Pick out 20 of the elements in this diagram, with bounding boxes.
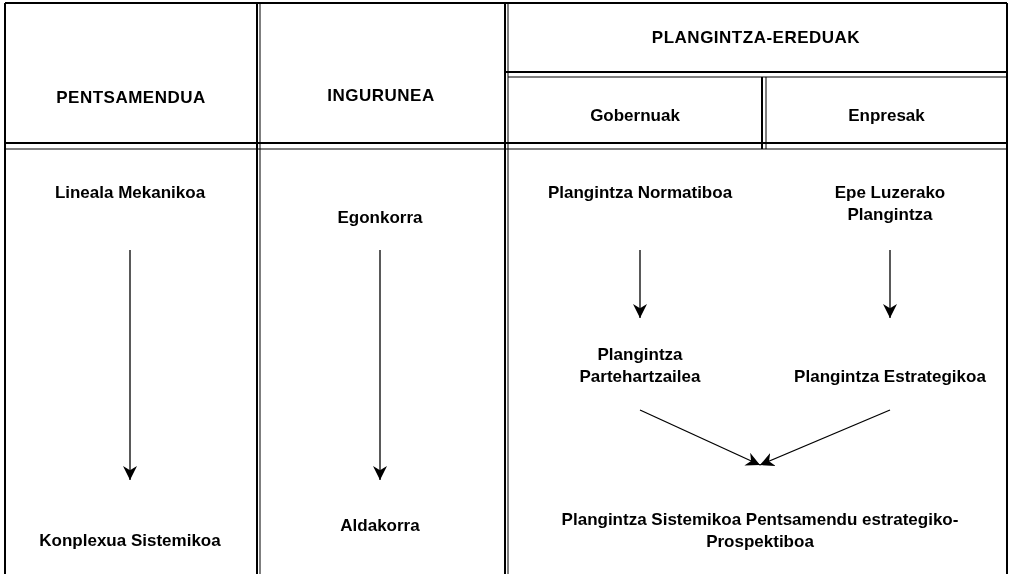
arrow: [123, 249, 137, 481]
flow-label: Plangintza Partehartzailea: [578, 344, 702, 388]
flow-label: Epe Luzerako Plangintza: [833, 182, 947, 226]
flow-label: Plangintza Normatiboa: [547, 182, 733, 204]
column-header: PLANGINTZA-EREDUAK: [650, 28, 862, 48]
flow-label: Lineala Mekanikoa: [54, 182, 206, 204]
subcolumn-header: Gobernuak: [589, 106, 681, 126]
arrow: [759, 409, 891, 466]
flow-label: Plangintza Sistemikoa Pentsamendu estrategiko-Prospektiboa: [560, 509, 960, 553]
flow-label: Aldakorra: [340, 515, 420, 537]
arrow: [373, 249, 387, 481]
arrow: [883, 249, 897, 319]
flow-label: Plangintza Estrategikoa: [794, 366, 986, 388]
column-header: PENTSAMENDUA: [55, 88, 207, 108]
flow-label: Konplexua Sistemikoa: [39, 530, 221, 552]
subcolumn-header: Enpresak: [847, 106, 926, 126]
flow-label: Egonkorra: [337, 207, 423, 229]
arrow: [633, 249, 647, 319]
arrow: [639, 409, 761, 466]
column-header: INGURUNEA: [326, 86, 436, 106]
